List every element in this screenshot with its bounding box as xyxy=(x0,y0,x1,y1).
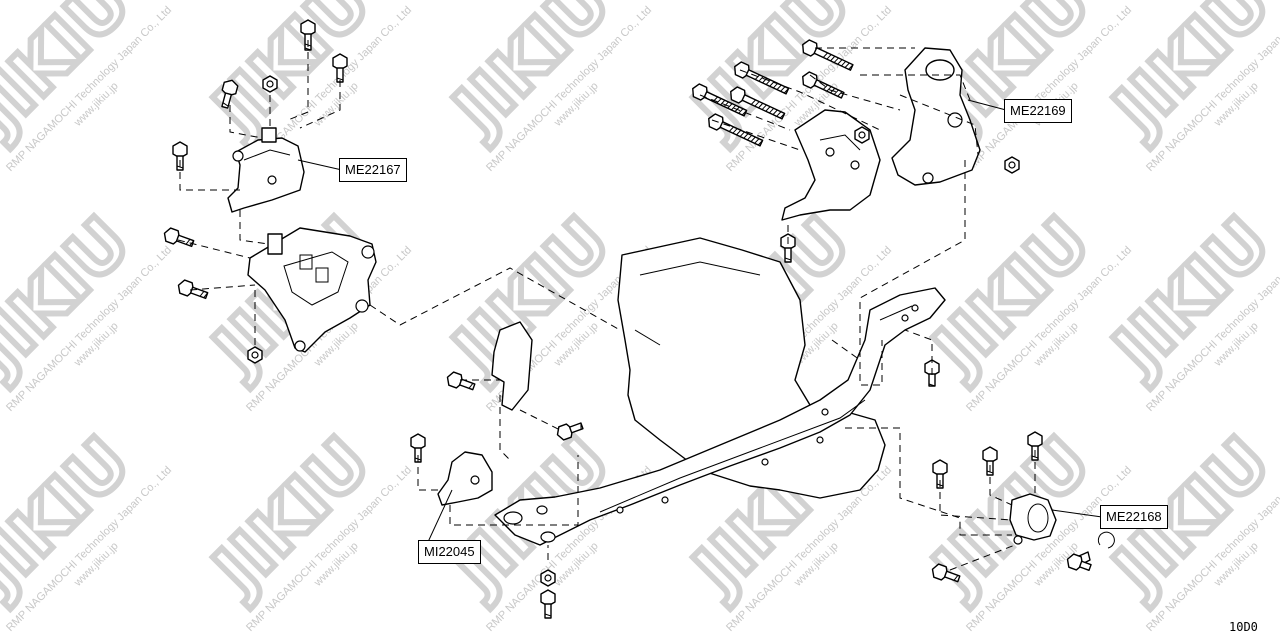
bolt xyxy=(556,422,584,441)
bolt xyxy=(692,83,748,117)
bolt xyxy=(221,79,239,109)
engine-mount-bracket-right xyxy=(781,109,881,221)
engine-mount-me22167 xyxy=(227,127,305,213)
callout-mi22045[interactable]: MI22045 xyxy=(418,540,481,564)
watermark-logo: JIKIU xyxy=(0,0,145,151)
bolt xyxy=(708,113,764,147)
bolt xyxy=(446,371,476,391)
bolt xyxy=(540,589,556,619)
callout-me22167[interactable]: ME22167 xyxy=(339,158,407,182)
engine-mount-me22168 xyxy=(1009,493,1115,569)
engine-mount-me22169 xyxy=(891,47,981,186)
callout-me22169[interactable]: ME22169 xyxy=(1004,99,1072,123)
callout-me22168[interactable]: ME22168 xyxy=(1100,505,1168,529)
bolt xyxy=(931,563,961,583)
bolt xyxy=(177,279,209,300)
bolt xyxy=(163,227,195,248)
bolt xyxy=(332,53,348,83)
front-crossmember xyxy=(494,287,946,546)
assembly-lines xyxy=(177,40,1036,571)
bolt xyxy=(1066,553,1092,571)
diagram-code: 10D0 xyxy=(1229,620,1258,634)
engine-mount-bracket-left xyxy=(247,227,377,353)
bolt xyxy=(802,39,854,71)
bolt xyxy=(730,86,786,120)
leader-lines xyxy=(297,99,1103,543)
